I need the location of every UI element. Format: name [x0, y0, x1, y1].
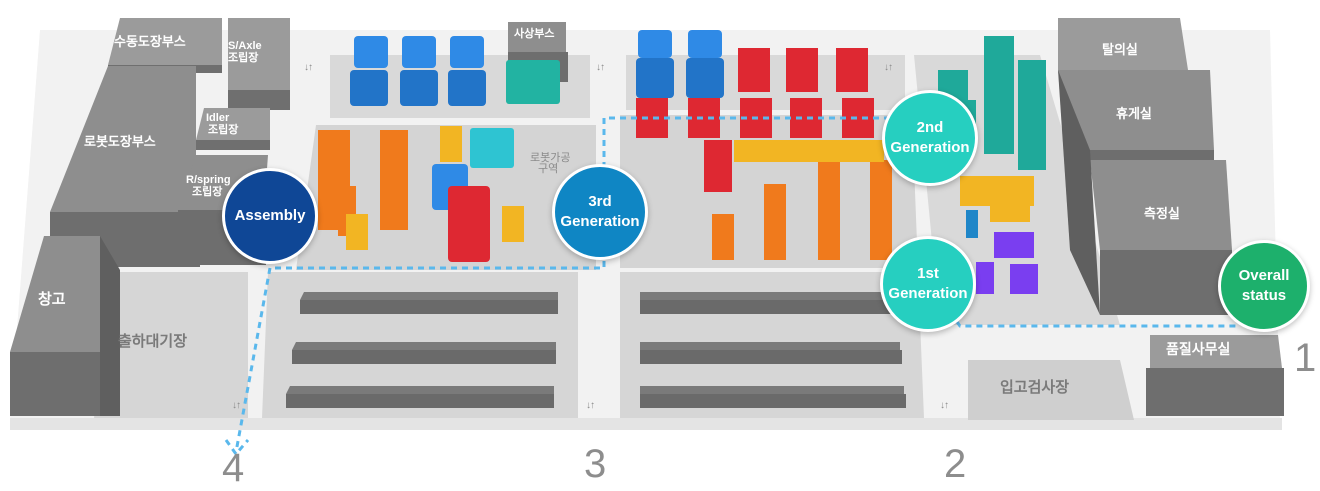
robot-paint-booth-label: 로봇도장부스 [84, 134, 156, 149]
overall-status-button[interactable]: Overall status [1218, 240, 1310, 332]
quality-office-label: 품질사무실 [1166, 341, 1231, 357]
red-machines [448, 48, 874, 262]
zone-number-3: 3 [584, 442, 607, 486]
changing-room-label: 탈의실 [1102, 42, 1138, 57]
door-arrows-icon: ↓↑ [586, 400, 595, 411]
orange-machines [318, 130, 892, 260]
robot-machining-label-1: 로봇가공 [530, 152, 571, 164]
gen3-button[interactable]: 3rd Generation [552, 164, 648, 260]
door-arrows-icon: ↓↑ [940, 400, 949, 411]
blue-machines [350, 30, 724, 210]
zone-number-4: 4 [222, 446, 245, 490]
idler-label-2: 조립장 [208, 124, 239, 136]
zone-number-2: 2 [944, 442, 967, 486]
purple-robots [966, 210, 1038, 294]
gen1-button[interactable]: 1st Generation [880, 236, 976, 332]
break-room-label: 휴게실 [1116, 106, 1152, 121]
door-arrows-icon: ↓↑ [884, 62, 893, 73]
buildings-left [10, 18, 290, 416]
gen3-button-line2: Generation [560, 213, 640, 230]
shipping-area-label: 출하대기장 [118, 333, 188, 350]
gen2-button-line2: Generation [890, 139, 970, 156]
overall-status-line1: Overall [1238, 267, 1290, 284]
door-arrows-icon: ↓↑ [304, 62, 313, 73]
buildings-right [508, 18, 1284, 416]
sa-axle-label-1: S/Axle [228, 40, 262, 52]
assembly-button[interactable]: Assembly [222, 168, 318, 264]
assembly-button-label: Assembly [234, 207, 306, 224]
door-arrows-icon: ↓↑ [232, 400, 241, 411]
gen2-button-line1: 2nd [916, 119, 944, 136]
overall-status-line2: status [1241, 287, 1287, 304]
robot-machining-label-2: 구역 [538, 163, 559, 175]
receiving-inspection-label: 입고검사장 [1000, 379, 1070, 396]
gen1-button-line2: Generation [888, 285, 968, 302]
yellow-robots [346, 126, 1034, 250]
r-spring-label-2: 조립장 [192, 186, 223, 198]
zone-number-1: 1 [1294, 336, 1317, 380]
manual-paint-booth-label: 수동도장부스 [114, 34, 186, 49]
gen1-button-line1: 1st [917, 265, 939, 282]
idler-label-1: Idler [206, 112, 230, 124]
gen3-button-line1: 3rd [588, 193, 612, 210]
sa-axle-label-2: 조립장 [228, 52, 259, 64]
gen2-button[interactable]: 2nd Generation [882, 90, 978, 186]
door-arrows-icon: ↓↑ [596, 62, 605, 73]
warehouse-label: 창고 [38, 291, 66, 308]
finishing-booth-label: 사상부스 [514, 28, 555, 40]
r-spring-label-1: R/spring [186, 174, 231, 186]
conveyor-benches [286, 292, 906, 408]
measurement-room-label: 측정실 [1144, 206, 1180, 221]
